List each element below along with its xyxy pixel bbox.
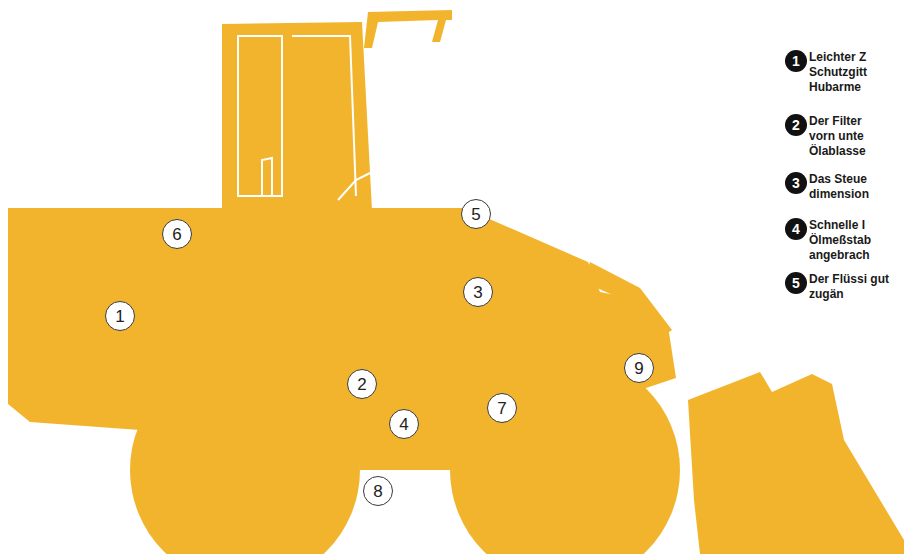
cab-window-left	[238, 36, 282, 196]
callout-circle: 9	[624, 353, 654, 383]
callout-circle: 7	[487, 393, 517, 423]
cab	[222, 22, 372, 210]
callout-number: 7	[497, 400, 506, 417]
callout-number: 9	[634, 360, 643, 377]
steering-column	[338, 172, 372, 200]
feature-note: 1Leichter Z Schutzgitt Hubarme	[785, 50, 893, 95]
callout-number: 5	[471, 206, 480, 223]
callout-circle: 3	[463, 277, 493, 307]
cab-window-right	[292, 36, 356, 196]
callout-number: 8	[373, 483, 382, 500]
note-number: 5	[785, 272, 807, 294]
feature-note: 4Schnelle I Ölmeßstab angebrach	[785, 218, 893, 263]
lift-arm	[584, 262, 672, 338]
callout-circle: 1	[105, 301, 135, 331]
seat	[262, 158, 272, 196]
loader-silhouette	[8, 10, 904, 554]
callout-circle: 5	[461, 199, 491, 229]
note-text: Leichter Z Schutzgitt Hubarme	[809, 50, 889, 95]
note-number: 2	[785, 114, 807, 136]
note-number: 1	[785, 50, 807, 72]
callout-circle: 8	[363, 476, 393, 506]
callout-number: 1	[115, 308, 124, 325]
callout-number: 2	[357, 376, 366, 393]
callout-number: 3	[473, 284, 482, 301]
cab-details	[238, 36, 372, 200]
feature-note: 2Der Filter vorn unte Ölablasse	[785, 114, 893, 159]
note-text: Der Flüssi gut zugän	[809, 272, 889, 302]
note-number: 3	[785, 172, 807, 194]
front-wheel	[450, 355, 680, 554]
note-number: 4	[785, 218, 807, 240]
callout-circle: 4	[389, 409, 419, 439]
rops-frame	[364, 10, 452, 48]
note-text: Das Steue dimension	[809, 172, 889, 202]
feature-note: 5Der Flüssi gut zugän	[785, 272, 893, 302]
callout-circle: 6	[162, 219, 192, 249]
note-text: Schnelle I Ölmeßstab angebrach	[809, 218, 889, 263]
callout-circle: 2	[347, 369, 377, 399]
bucket	[688, 372, 904, 554]
feature-note: 3Das Steue dimension	[785, 172, 893, 202]
callout-number: 6	[172, 226, 181, 243]
rear-wheel	[130, 355, 360, 554]
note-text: Der Filter vorn unte Ölablasse	[809, 114, 889, 159]
callout-number: 4	[399, 416, 408, 433]
